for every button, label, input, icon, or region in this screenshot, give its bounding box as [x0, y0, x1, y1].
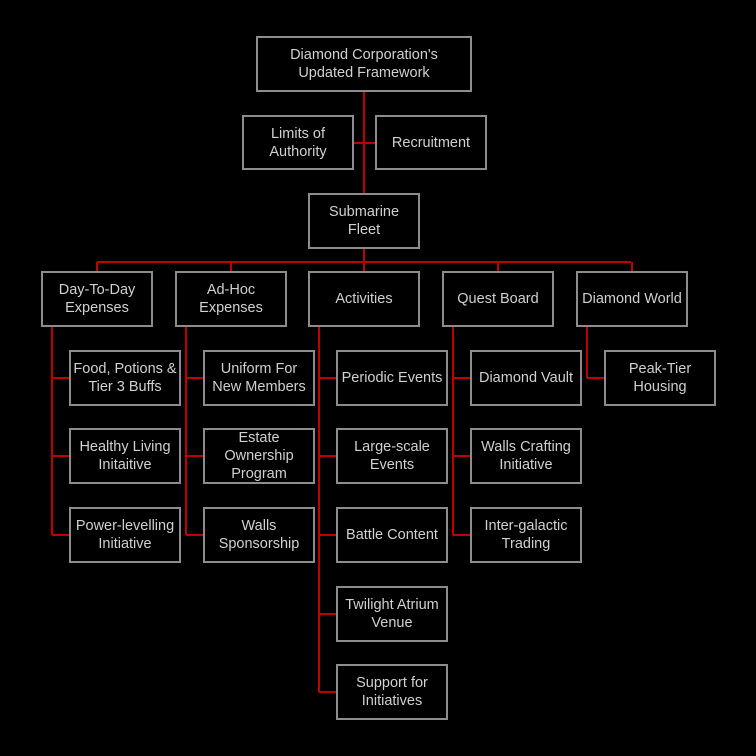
walls-crafting-node: Walls Crafting Initiative [470, 428, 582, 484]
twilight-atrium-node: Twilight Atrium Venue [336, 586, 448, 642]
branch-activities: Activities [308, 271, 420, 327]
branch-quest-board: Quest Board [442, 271, 554, 327]
inter-galactic-trading-node: Inter-galactic Trading [470, 507, 582, 563]
submarine-fleet-node: Submarine Fleet [308, 193, 420, 249]
uniform-node: Uniform For New Members [203, 350, 315, 406]
support-initiatives-node: Support for Initiatives [336, 664, 448, 720]
root-node: Diamond Corporation's Updated Framework [256, 36, 472, 92]
estate-ownership-node: Estate Ownership Program [203, 428, 315, 484]
limits-of-authority-node: Limits of Authority [242, 115, 354, 170]
food-potions-buffs-node: Food, Potions & Tier 3 Buffs [69, 350, 181, 406]
peak-tier-housing-node: Peak-Tier Housing [604, 350, 716, 406]
branch-day-to-day-expenses: Day-To-Day Expenses [41, 271, 153, 327]
branch-diamond-world: Diamond World [576, 271, 688, 327]
periodic-events-node: Periodic Events [336, 350, 448, 406]
healthy-living-node: Healthy Living Initaitive [69, 428, 181, 484]
battle-content-node: Battle Content [336, 507, 448, 563]
diamond-vault-node: Diamond Vault [470, 350, 582, 406]
large-scale-events-node: Large-scale Events [336, 428, 448, 484]
walls-sponsorship-node: Walls Sponsorship [203, 507, 315, 563]
recruitment-node: Recruitment [375, 115, 487, 170]
power-levelling-node: Power-levelling Initiative [69, 507, 181, 563]
branch-ad-hoc-expenses: Ad-Hoc Expenses [175, 271, 287, 327]
